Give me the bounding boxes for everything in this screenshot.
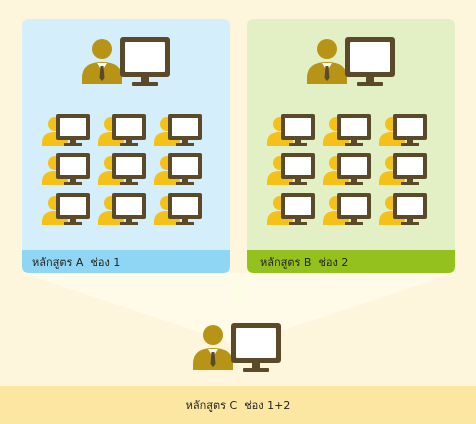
panel-a-label: หลักสูตร A ช่อง 1 bbox=[32, 256, 121, 269]
panel-b-label: หลักสูตร B ช่อง 2 bbox=[260, 256, 349, 269]
student-grid-b bbox=[267, 114, 427, 225]
student-grid-a bbox=[42, 114, 202, 225]
projection-beam bbox=[22, 273, 455, 345]
footer-label: หลักสูตร C ช่อง 1+2 bbox=[185, 399, 291, 412]
footer-bar bbox=[0, 386, 476, 424]
